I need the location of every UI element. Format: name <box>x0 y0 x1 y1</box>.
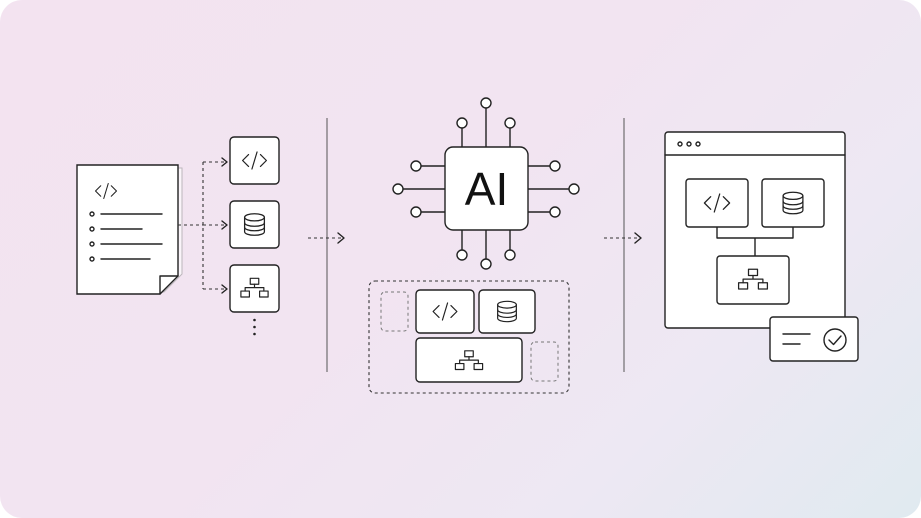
more-items-dots-icon <box>253 318 256 336</box>
result-code-tile <box>685 178 749 228</box>
ai-chip-label: AI <box>465 163 508 215</box>
placeholder-slot-right <box>530 341 559 382</box>
flow-arrow-left <box>308 232 345 244</box>
tray-hierarchy-tile <box>415 337 523 383</box>
branch-connectors <box>178 157 228 294</box>
placeholder-slot-left <box>380 291 409 332</box>
flow-arrow-right <box>604 232 642 244</box>
code-tile <box>229 136 280 185</box>
browser-window-icon <box>664 131 846 329</box>
ai-chip-group: AI <box>392 97 580 270</box>
tray-database-tile <box>478 289 536 334</box>
success-notification-card <box>769 316 859 362</box>
tray-code-tile <box>415 289 475 334</box>
result-hierarchy-tile <box>716 255 790 305</box>
source-document-group <box>76 164 183 295</box>
document-bullet-lines <box>89 211 163 262</box>
hierarchy-tile <box>229 264 280 313</box>
database-tile <box>229 200 280 249</box>
ai-chip-body <box>444 146 529 231</box>
checkmark-circle-icon <box>823 328 847 352</box>
component-tray <box>368 280 570 394</box>
result-database-tile <box>761 178 825 228</box>
